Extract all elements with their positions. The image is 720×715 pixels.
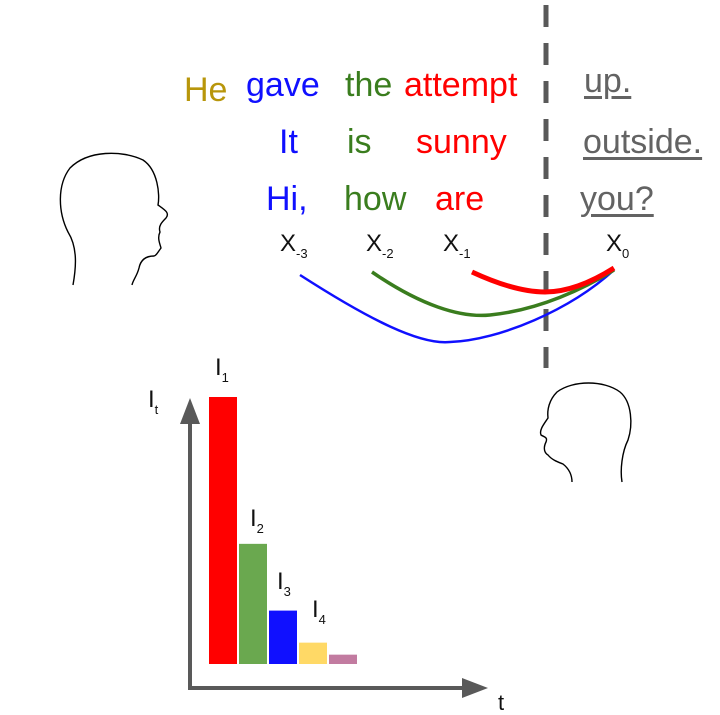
word-he: He — [184, 71, 228, 109]
person-head-left-icon — [59, 152, 169, 286]
y-axis-label: It — [148, 386, 159, 417]
word-gave: gave — [246, 66, 320, 104]
bar-4 — [299, 642, 327, 664]
bar-5 — [329, 654, 357, 664]
label-x-0: X0 — [606, 230, 630, 261]
word-the: the — [345, 66, 393, 104]
target-word-outside: outside. — [583, 123, 703, 161]
word-is: is — [347, 123, 372, 161]
y-axis-arrowhead — [180, 398, 200, 424]
bar-label-4: I4 — [312, 596, 326, 627]
label-x-3: X-3 — [280, 230, 308, 261]
attention-arc-x-3 — [299, 269, 615, 344]
information-decay-chart — [180, 397, 488, 698]
attention-arc-x-2 — [371, 268, 615, 318]
x-axis-label: t — [498, 690, 505, 715]
target-word-up: up. — [584, 62, 632, 100]
word-how: how — [344, 180, 407, 218]
x-axis-arrowhead — [462, 678, 488, 698]
target-word-you: you? — [580, 180, 654, 218]
bar-label-1: I1 — [215, 354, 229, 385]
bar-2 — [239, 543, 267, 664]
word-hi: Hi, — [266, 180, 308, 218]
word-attempt: attempt — [404, 66, 518, 104]
label-x-2: X-2 — [366, 230, 394, 261]
bar-3 — [269, 610, 297, 664]
word-it: It — [279, 123, 298, 161]
bar-label-3: I3 — [277, 568, 291, 599]
word-sunny: sunny — [416, 123, 507, 161]
bar-label-2: I2 — [250, 505, 264, 536]
word-are: are — [435, 180, 485, 218]
person-head-right-icon — [539, 382, 632, 483]
chart-bars — [209, 397, 357, 664]
attention-arc-x-1 — [470, 265, 616, 295]
bar-1 — [209, 397, 237, 664]
label-x-1: X-1 — [443, 230, 471, 261]
